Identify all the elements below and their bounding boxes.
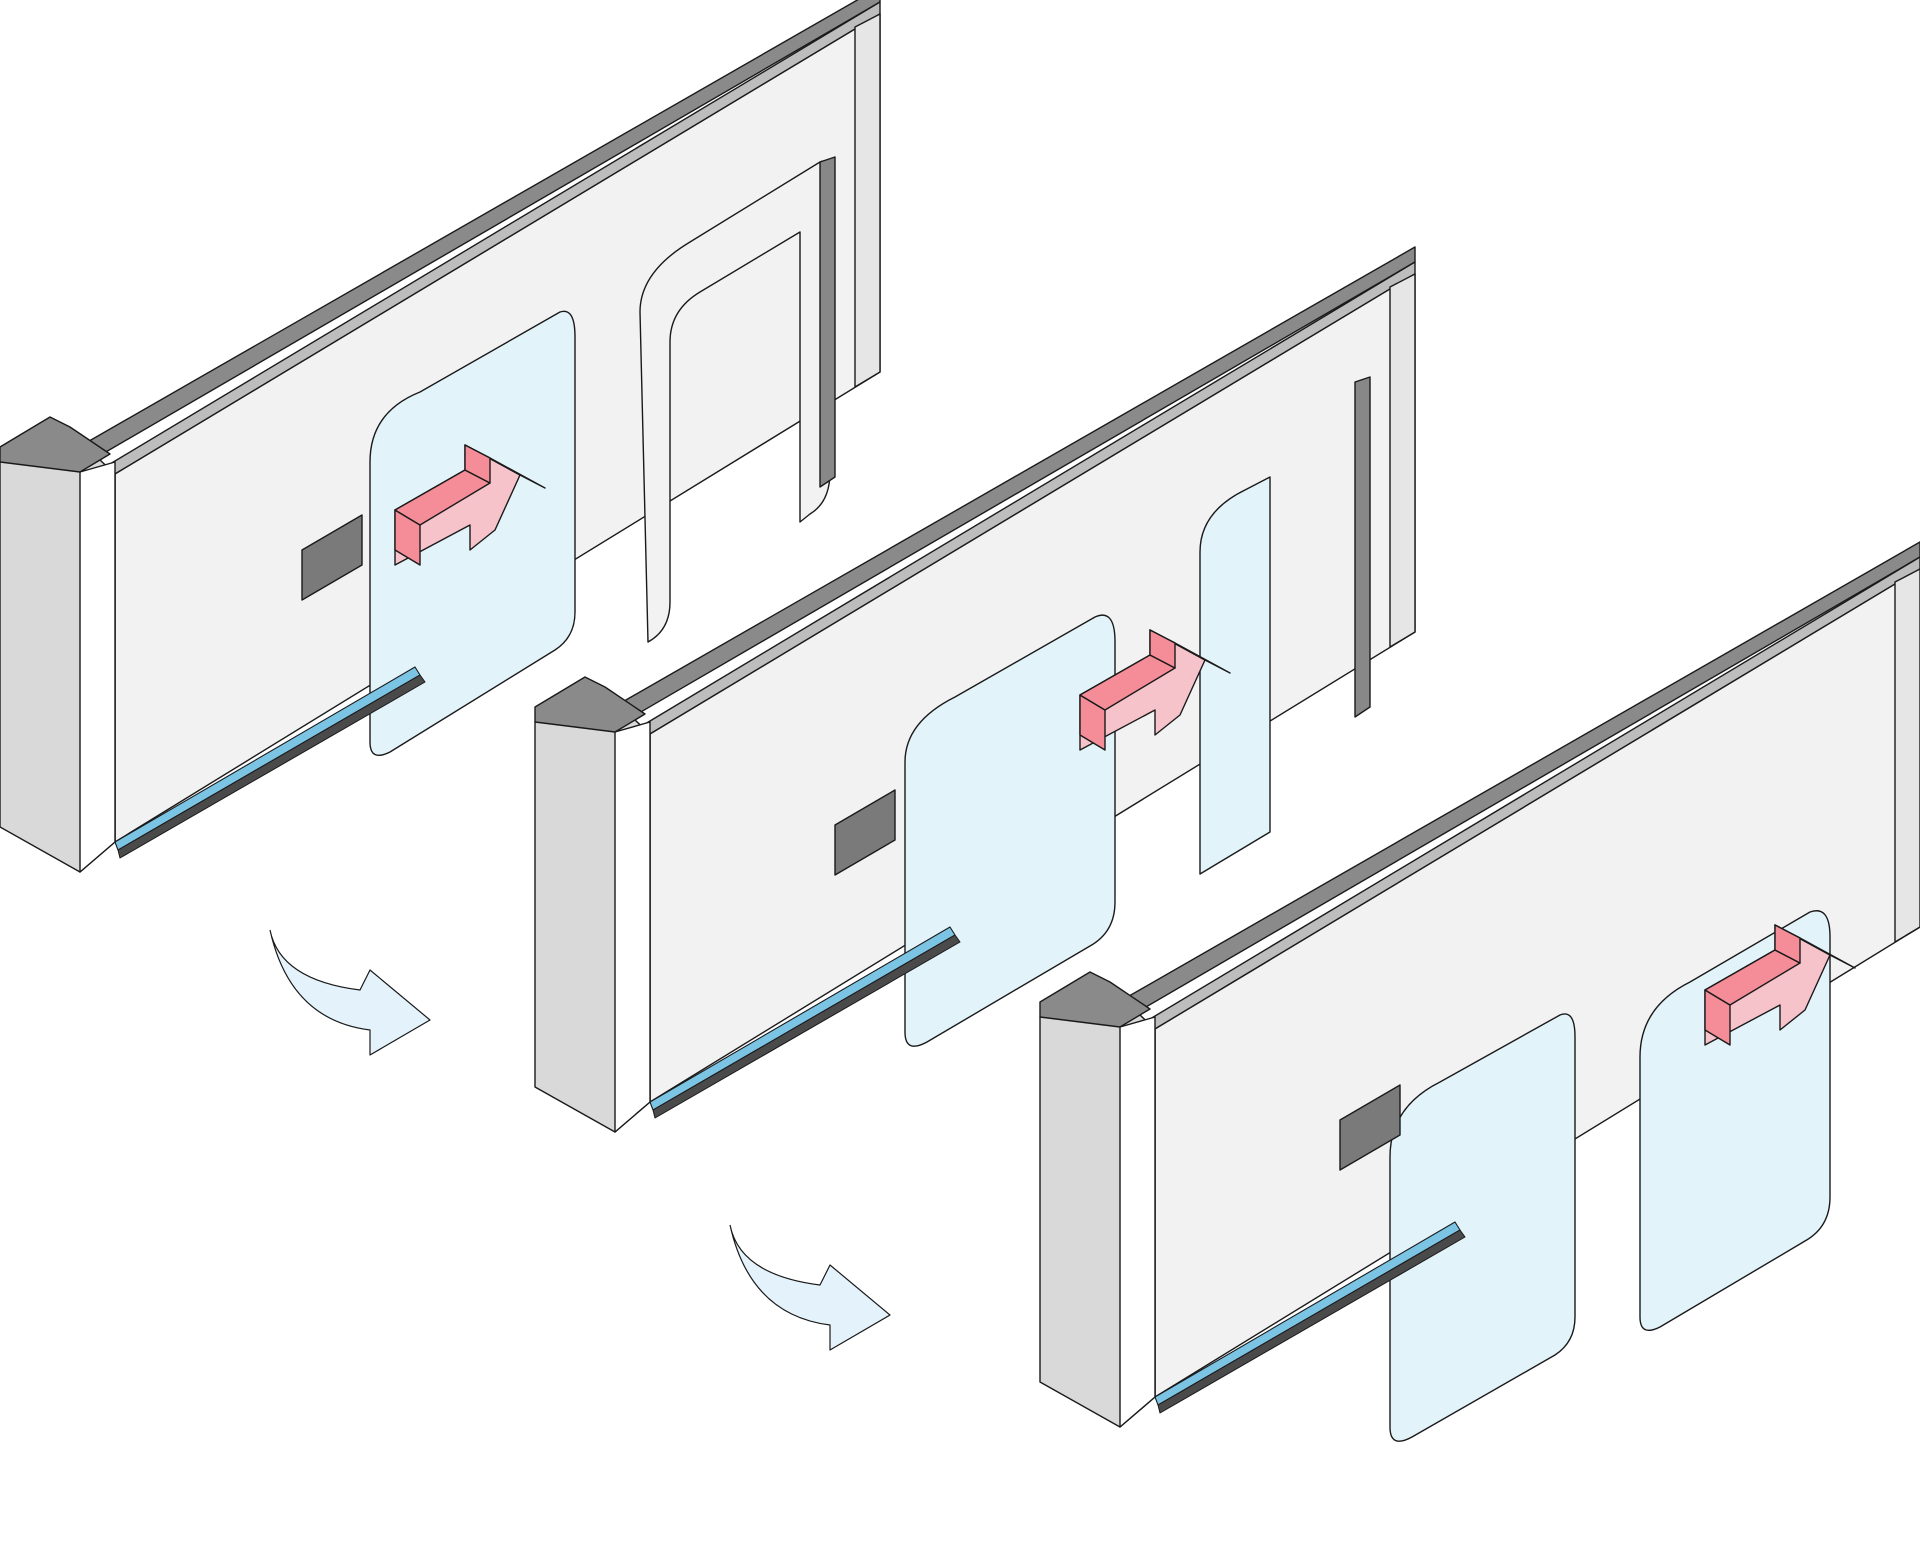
left-column-face (1119, 1016, 1156, 1428)
floor-track-edge (117, 674, 426, 859)
opening-jamb-shadow (1354, 376, 1371, 718)
left-column-face (614, 721, 651, 1133)
left-column-face (79, 461, 116, 873)
control-panel-stage-3 (1339, 1084, 1401, 1171)
floor-track-edge (652, 934, 961, 1119)
door-unit-stage-1 (0, 0, 881, 873)
opening-frame (639, 160, 831, 643)
transition-arrow-2-to-3 (729, 1224, 891, 1351)
motion-arrow-stage-3 (1704, 924, 1856, 1046)
opening-jamb-shadow (819, 156, 836, 488)
motion-arrow-stage-2-head-side (1149, 629, 1176, 669)
motion-arrow-stage-1-head-side (464, 444, 491, 484)
left-column-cap (1039, 971, 1151, 1028)
left-column-cap (0, 416, 111, 473)
door-unit-stage-2 (534, 246, 1416, 1133)
floor-track-edge (1157, 1229, 1466, 1414)
transition-arrow-1-to-2 (269, 929, 431, 1056)
glass-door-leaf-second (1199, 476, 1271, 875)
motion-arrow-stage-2 (1079, 629, 1231, 751)
left-column-cap (534, 676, 646, 733)
right-jamb (854, 13, 881, 388)
control-panel-stage-2 (834, 789, 896, 876)
glass-door-leaf (1389, 1013, 1576, 1442)
door-unit-stage-3 (1039, 541, 1920, 1442)
right-jamb (1389, 273, 1416, 648)
motion-arrow-stage-3-head-side (1774, 924, 1801, 964)
motion-arrow-stage-1 (394, 444, 546, 566)
control-panel-stage-1 (301, 514, 363, 601)
right-jamb (1894, 568, 1920, 943)
